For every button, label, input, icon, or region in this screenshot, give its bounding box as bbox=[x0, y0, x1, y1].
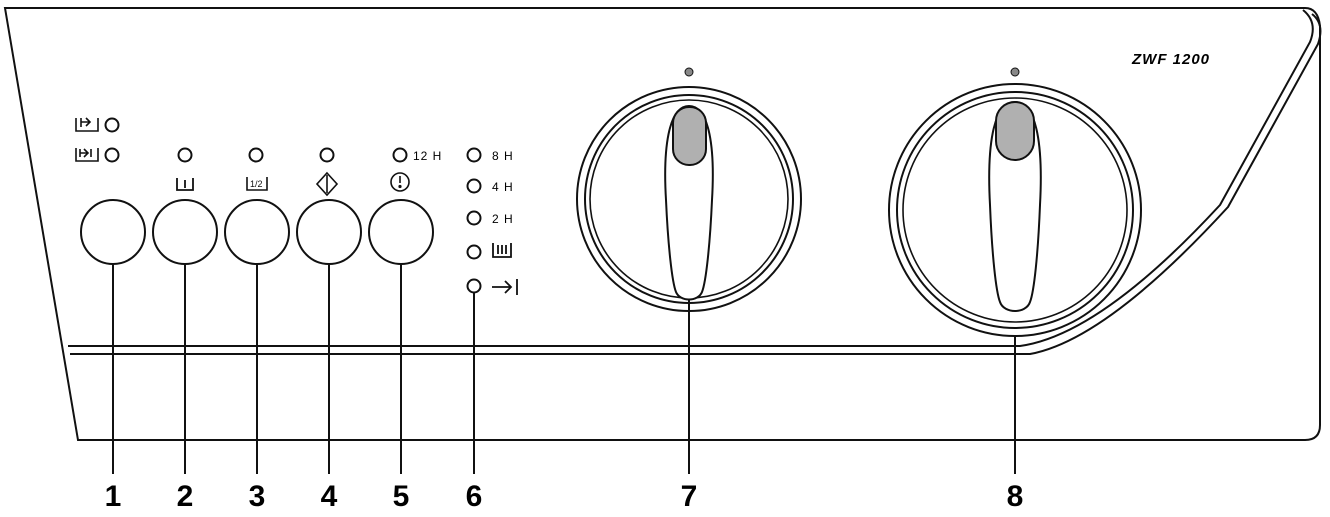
callout-1: 1 bbox=[105, 480, 122, 513]
spin-stop-led bbox=[104, 147, 120, 163]
panel-outline bbox=[3, 7, 1322, 441]
dial-7-indicator bbox=[672, 106, 707, 166]
callout-6: 6 bbox=[466, 480, 483, 513]
button-5[interactable] bbox=[368, 199, 434, 265]
spin-stop-indicator bbox=[75, 147, 120, 163]
delay-2h-label: 2 H bbox=[492, 212, 514, 226]
programme-dial[interactable] bbox=[576, 67, 802, 312]
leader-lines bbox=[112, 264, 1016, 474]
button-4[interactable] bbox=[296, 199, 362, 265]
temperature-dial[interactable] bbox=[888, 67, 1142, 337]
spin-reduce-icon bbox=[75, 117, 99, 132]
delay-8h-led bbox=[466, 147, 482, 163]
half-load-icon: 1/2 bbox=[246, 177, 268, 191]
end-of-cycle-led bbox=[466, 278, 482, 294]
spin-stop-icon bbox=[75, 148, 99, 162]
delay-start-icon bbox=[390, 172, 410, 192]
spin-reduce-led bbox=[104, 117, 120, 133]
delay-8h-label: 8 H bbox=[492, 149, 514, 163]
callout-4: 4 bbox=[321, 480, 338, 513]
wash-phase-icon bbox=[492, 243, 512, 258]
pre-wash-icon bbox=[176, 178, 194, 191]
dial-8-indicator bbox=[995, 101, 1035, 161]
callout-5: 5 bbox=[393, 480, 410, 513]
button-2[interactable] bbox=[152, 199, 218, 265]
delay-12h-label: 12 H bbox=[413, 149, 442, 163]
dial-7-marker bbox=[684, 67, 694, 77]
model-label: ZWF 1200 bbox=[1131, 51, 1210, 68]
delay-4h-led bbox=[466, 178, 482, 194]
callout-7: 7 bbox=[681, 480, 698, 513]
pre-wash-led bbox=[177, 147, 193, 163]
half-load-led bbox=[248, 147, 264, 163]
svg-text:1/2: 1/2 bbox=[250, 179, 263, 189]
start-pause-led bbox=[319, 147, 335, 163]
callout-3: 3 bbox=[249, 480, 266, 513]
spin-reduce-indicator bbox=[75, 117, 120, 133]
wash-phase-led bbox=[466, 244, 482, 260]
start-pause-icon bbox=[315, 171, 339, 197]
delay-4h-label: 4 H bbox=[492, 180, 514, 194]
end-of-cycle-icon bbox=[492, 279, 518, 295]
delay-2h-led bbox=[466, 210, 482, 226]
callout-2: 2 bbox=[177, 480, 194, 513]
dial-8-marker bbox=[1010, 67, 1020, 77]
button-1[interactable] bbox=[80, 199, 146, 265]
button-3[interactable] bbox=[224, 199, 290, 265]
callout-8: 8 bbox=[1007, 480, 1024, 513]
delay-12h-led bbox=[392, 147, 408, 163]
